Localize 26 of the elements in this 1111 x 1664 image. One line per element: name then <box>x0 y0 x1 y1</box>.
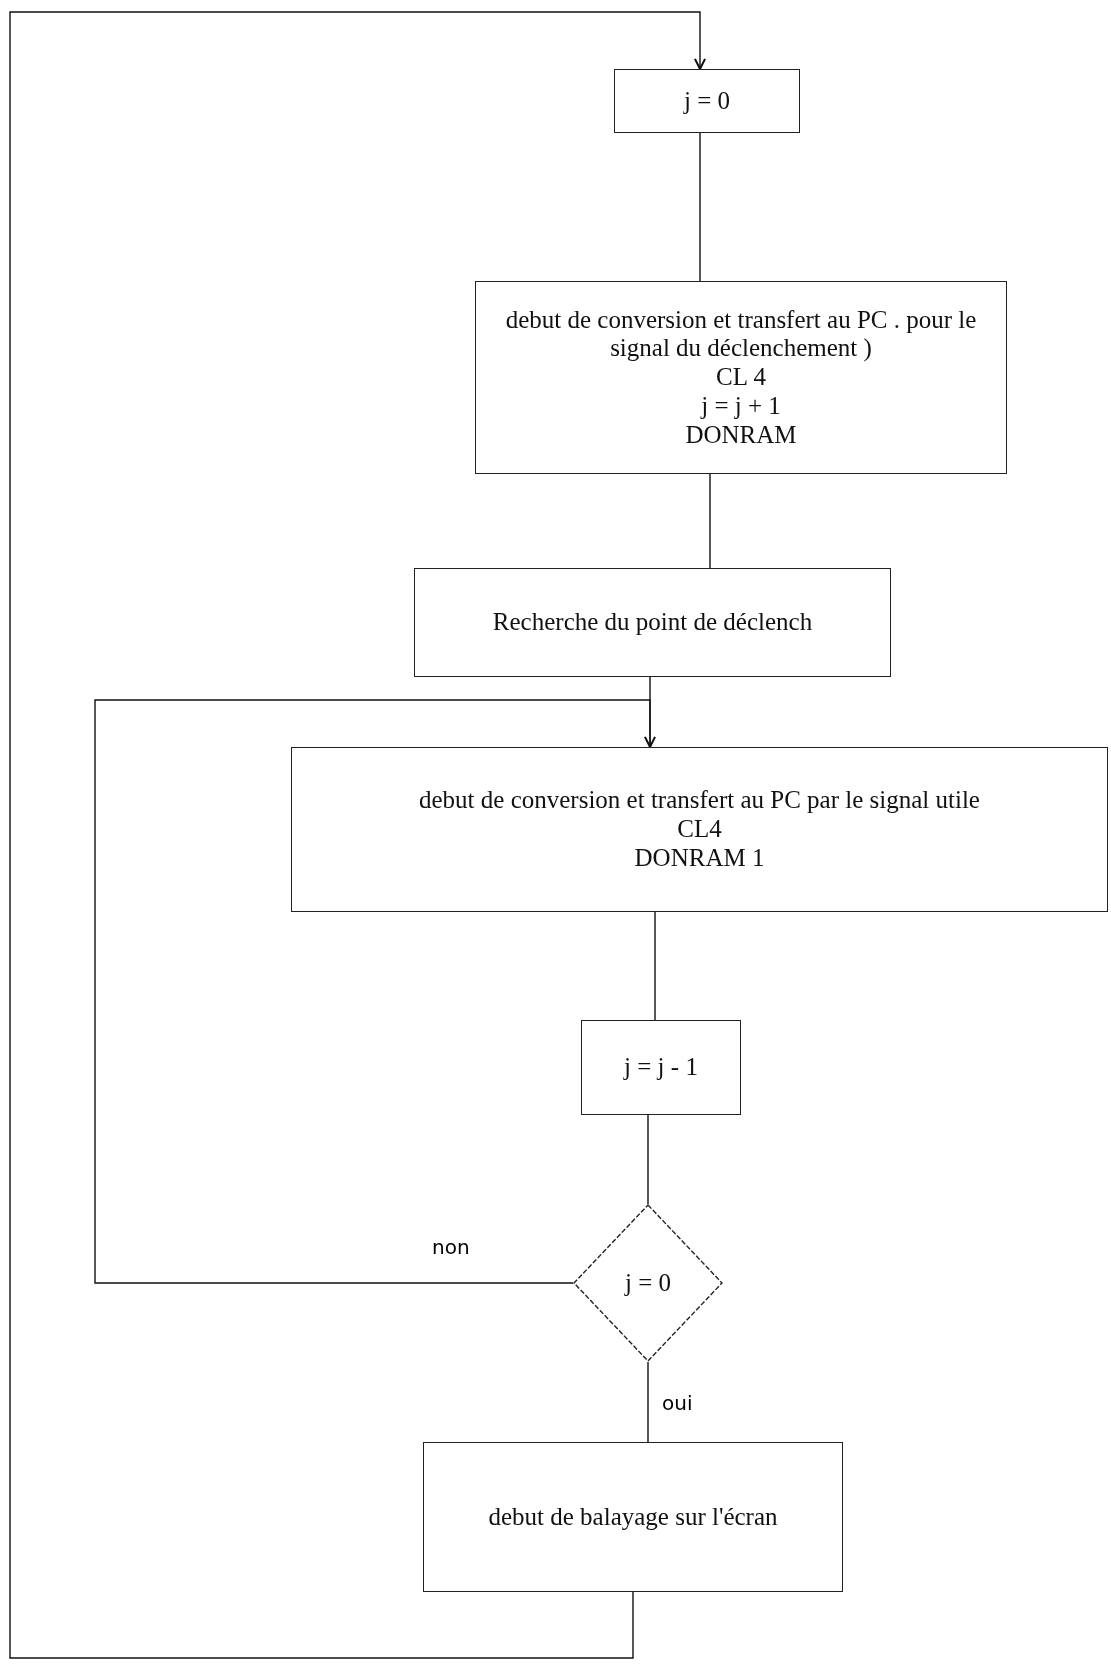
box-text: CL 4 <box>715 363 767 392</box>
box-text: j = 0 <box>623 1268 672 1298</box>
box-text: j = j + 1 <box>699 391 782 421</box>
process-box <box>423 1442 843 1592</box>
box-text: CL4 <box>676 815 723 844</box>
box-text: DONRAM 1 <box>633 843 766 873</box>
process-box <box>291 747 1108 912</box>
box-text: j = 0 <box>682 86 731 116</box>
process-box <box>581 1020 741 1115</box>
box-text: debut de conversion et transfert au PC par le signal utile <box>418 786 981 816</box>
process-box <box>414 568 891 677</box>
process-box <box>475 281 1007 474</box>
process-box <box>614 69 800 133</box>
connector <box>699 132 701 282</box>
decision-diamond <box>573 1204 723 1362</box>
connector <box>647 1114 649 1205</box>
connector <box>709 473 711 569</box>
box-text: debut de balayage sur l'écran <box>487 1502 779 1532</box>
box-text: DONRAM <box>684 420 798 450</box>
connector <box>94 699 657 1284</box>
box-text: debut de conversion et transfert au PC . pour le signal du déclenchement ) <box>504 305 978 364</box>
connector <box>647 1361 649 1443</box>
box-text: j = j - 1 <box>622 1053 699 1082</box>
box-text: Recherche du point de déclench <box>491 608 814 637</box>
connector <box>654 911 656 1021</box>
connector <box>9 11 707 1659</box>
